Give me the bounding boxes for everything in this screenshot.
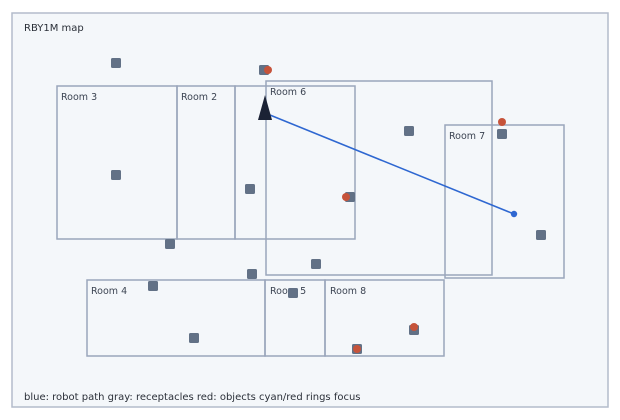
receptacle-marker [245, 184, 255, 194]
robot-path-endpoint [510, 210, 518, 218]
robot-arrow-icon [258, 95, 272, 120]
robot-path [264, 112, 518, 218]
object-marker [353, 345, 361, 353]
object-marker [264, 66, 272, 74]
receptacle-marker [247, 269, 257, 279]
receptacle-marker [148, 281, 158, 291]
receptacle-marker [111, 58, 121, 68]
map-frame [11, 12, 609, 408]
room-4-label: Room 4 [91, 286, 127, 297]
room-7-label: Room 7 [449, 131, 485, 142]
room-8-outline [324, 279, 445, 357]
room-outlines [56, 80, 565, 357]
object-marker [410, 323, 418, 331]
room-6-label: Room 6 [270, 87, 306, 98]
room-3-label: Room 3 [61, 92, 97, 103]
receptacle-marker [536, 230, 546, 240]
room-6-extension-outline [265, 80, 493, 276]
receptacle-marker [311, 259, 321, 269]
receptacle-marker [497, 129, 507, 139]
room-6-outline [234, 85, 356, 240]
robot-path-line [264, 112, 515, 215]
object-marker [342, 193, 350, 201]
receptacle-marker [288, 288, 298, 298]
receptacle-marker [165, 239, 175, 249]
room-8-label: Room 8 [330, 286, 366, 297]
receptacle-marker [111, 170, 121, 180]
receptacle-marker [404, 126, 414, 136]
map-legend: blue: robot path gray: receptacles red: … [24, 392, 361, 403]
receptacle-marker [189, 333, 199, 343]
object-marker [498, 118, 506, 126]
map-title: RBY1M map [24, 23, 84, 34]
room-2-label: Room 2 [181, 92, 217, 103]
objects [264, 66, 506, 353]
